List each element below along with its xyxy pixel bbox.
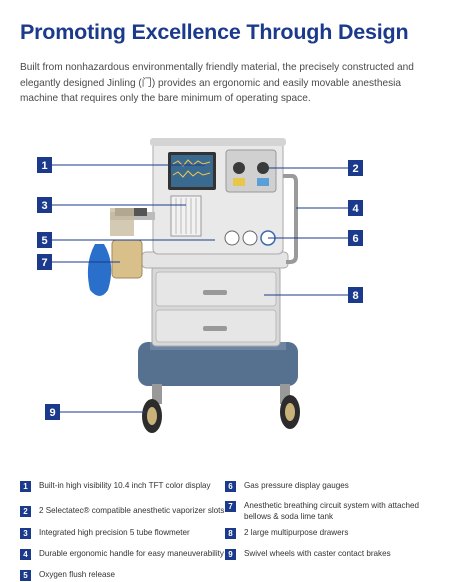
anesthesia-machine-diagram: 1 2 3 4 5 6 7 8 <box>37 138 363 433</box>
caption-7-text: Anesthetic breathing circuit system with… <box>244 501 419 521</box>
marker-5-label: 5 <box>41 235 47 247</box>
caption-5: 5 Oxygen flush release <box>20 569 225 581</box>
swivel-wheel-left <box>142 399 162 433</box>
caption-3: 3 Integrated high precision 5 tube flowm… <box>20 527 225 539</box>
caption-4: 4 Durable ergonomic handle for easy mane… <box>20 548 225 560</box>
marker-2: 2 <box>348 160 363 176</box>
swivel-wheel-right <box>280 395 300 429</box>
marker-2-label: 2 <box>352 163 358 175</box>
tft-display <box>168 152 216 190</box>
caption-3-text: Integrated high precision 5 tube flowmet… <box>39 528 190 537</box>
caption-8-number: 8 <box>225 528 236 539</box>
caption-9: 9 Swivel wheels with caster contact brak… <box>225 548 430 560</box>
caption-8-text: 2 large multipurpose drawers <box>244 528 349 537</box>
caption-9-text: Swivel wheels with caster contact brakes <box>244 549 391 558</box>
caption-6-number: 6 <box>225 481 236 492</box>
caption-3-number: 3 <box>20 528 31 539</box>
caption-5-number: 5 <box>20 570 31 581</box>
marker-1: 1 <box>37 157 52 173</box>
marker-6: 6 <box>348 230 363 246</box>
caption-6-text: Gas pressure display gauges <box>244 481 349 490</box>
marker-3-label: 3 <box>41 200 47 212</box>
pressure-gauges <box>224 230 276 246</box>
caption-7: 7 Anesthetic breathing circuit system wi… <box>225 500 430 522</box>
caption-8: 8 2 large multipurpose drawers <box>225 527 430 539</box>
marker-3: 3 <box>37 197 52 213</box>
ergonomic-handle <box>283 174 298 264</box>
marker-9: 9 <box>45 404 60 420</box>
marker-4: 4 <box>348 200 363 216</box>
caption-4-text: Durable ergonomic handle for easy maneuv… <box>39 549 224 558</box>
marker-4-label: 4 <box>352 203 359 215</box>
flowmeter <box>170 195 202 237</box>
caption-4-number: 4 <box>20 549 31 560</box>
caption-6: 6 Gas pressure display gauges <box>225 480 430 492</box>
marker-boxes: 1 2 3 4 5 6 7 8 <box>37 157 363 420</box>
caption-5-text: Oxygen flush release <box>39 570 116 579</box>
caption-1-number: 1 <box>20 481 31 492</box>
marker-8: 8 <box>348 287 363 303</box>
breathing-circuit <box>87 208 155 296</box>
vaporizer-slots <box>225 149 277 193</box>
marker-5: 5 <box>37 232 52 248</box>
caption-9-number: 9 <box>225 549 236 560</box>
caption-1: 1 Built-in high visibility 10.4 inch TFT… <box>20 480 225 492</box>
marker-1-label: 1 <box>41 160 47 172</box>
marker-8-label: 8 <box>352 290 358 302</box>
caption-1-text: Built-in high visibility 10.4 inch TFT c… <box>39 481 211 490</box>
marker-9-label: 9 <box>49 407 55 419</box>
machine-base <box>138 342 298 404</box>
page-title: Promoting Excellence Through Design <box>20 20 409 44</box>
caption-2-number: 2 <box>20 506 31 517</box>
marker-7-label: 7 <box>41 257 47 269</box>
marker-6-label: 6 <box>352 233 358 245</box>
caption-2: 2 2 Selectatec® compatible anesthetic va… <box>20 505 225 517</box>
caption-7-number: 7 <box>225 501 236 512</box>
leader-lines <box>52 164 348 413</box>
cabinet <box>151 265 281 347</box>
caption-2-text: 2 Selectatec® compatible anesthetic vapo… <box>39 506 225 515</box>
intro-paragraph: Built from nonhazardous environmentally … <box>20 62 414 104</box>
marker-7: 7 <box>37 254 52 270</box>
